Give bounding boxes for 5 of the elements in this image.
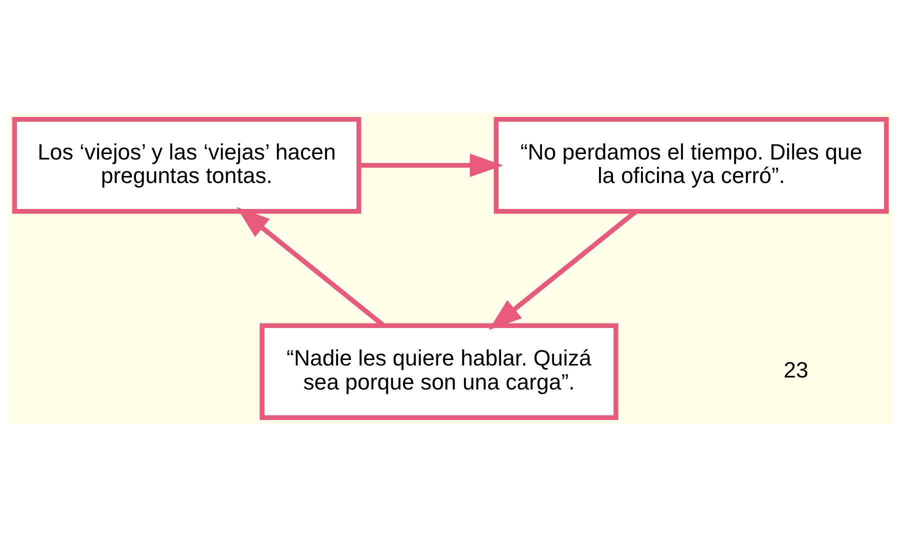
label: 23 xyxy=(784,357,808,382)
arrow xyxy=(359,153,504,177)
node-box: “Nadie les quiere hablar. Quizá sea porque son una carga”. xyxy=(260,322,618,420)
node-box: “No perdamos el tiempo. Diles que la oficina ya cerró”. xyxy=(494,116,889,214)
node-box: Los ‘viejos’ y las ‘viejas’ hacen preguntas tontas. xyxy=(12,116,362,214)
